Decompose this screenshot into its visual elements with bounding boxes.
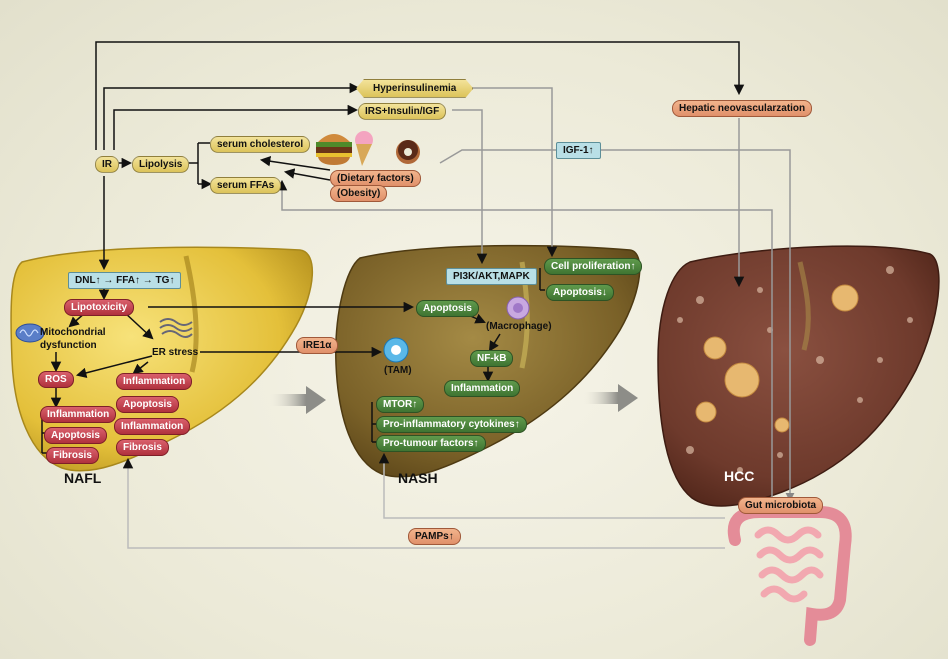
mito-dysfunction-label-1: Mitochondrial xyxy=(40,327,106,338)
hcc-ligament xyxy=(797,261,811,351)
hcc-stage-label: HCC xyxy=(724,468,755,484)
apoptosis-label-a: Apoptosis xyxy=(44,427,107,444)
ir-label: IR xyxy=(95,156,119,173)
nafl-stage-label: NAFL xyxy=(64,470,102,486)
serum-ffas-label: serum FFAs xyxy=(210,177,282,194)
nash-apoptosis-label: Apoptosis xyxy=(416,300,479,317)
macrophage-icon xyxy=(506,296,530,320)
intestine-icon xyxy=(727,506,852,646)
link-er-to-ros xyxy=(75,355,153,378)
link-ir-to-irs xyxy=(113,104,359,150)
cell-proliferation-label: Cell proliferation↑ xyxy=(544,258,643,275)
obesity-label: (Obesity) xyxy=(330,185,388,202)
link-gut-to-food xyxy=(276,179,773,500)
mitochondria-icon xyxy=(15,323,45,343)
tam-icon xyxy=(383,337,409,363)
fibrosis-label-a: Fibrosis xyxy=(46,447,99,464)
link-ir-to-hyper xyxy=(103,82,361,150)
pamps-label: PAMPs↑ xyxy=(408,528,461,545)
hyperinsulinemia-label: Hyperinsulinemia xyxy=(356,79,473,98)
ice-cream-icon xyxy=(355,131,373,166)
inflammation-label-a: Inflammation xyxy=(40,406,117,423)
irs-insulin-igf-label: IRS+Insulin/IGF xyxy=(358,103,447,120)
inflammation-label-b: Inflammation xyxy=(116,373,193,390)
apoptosis-down-label: Apoptosis↓ xyxy=(546,284,614,301)
link-er-to-inflam xyxy=(132,361,149,375)
hcc-liver xyxy=(657,245,940,507)
ire1a-label: IRE1α xyxy=(296,337,339,354)
gut-microbiota-label: Gut microbiota xyxy=(738,497,824,514)
burger-icon xyxy=(316,134,352,165)
apoptosis-label-b: Apoptosis xyxy=(116,396,179,413)
mito-dysfunction-label-2: dysfunction xyxy=(40,340,97,351)
link-irs-to-pi3k xyxy=(452,109,488,265)
link-gut-to-nafl xyxy=(122,457,725,549)
serum-cholesterol-label: serum cholesterol xyxy=(210,136,311,153)
fibrosis-label-b: Fibrosis xyxy=(116,439,169,456)
er-stress-icon xyxy=(159,318,193,338)
link-hyper-to-igf xyxy=(460,87,558,258)
nfkb-label: NF-kB xyxy=(470,350,514,367)
pi3k-akt-mapk-label: PI3K/AKT,MAPK xyxy=(446,268,537,285)
nash-inflammation-label: Inflammation xyxy=(444,380,521,397)
link-dietary-to-gut xyxy=(439,149,795,502)
dnl-ffa-tg-label: DNL↑ → FFA↑ → TG↑ xyxy=(68,272,182,289)
link-gut-to-nash xyxy=(378,452,725,519)
progression-arrow-icon xyxy=(270,384,638,414)
link-food-to-ffas xyxy=(283,168,331,181)
pro-tumour-factors-label: Pro-tumour factors↑ xyxy=(376,435,486,452)
hepatic-neovascularization-label: Hepatic neovascularzation xyxy=(672,100,813,117)
mtor-label: MTOR↑ xyxy=(376,396,425,413)
tam-label: (TAM) xyxy=(384,365,412,376)
macrophage-label: (Macrophage) xyxy=(486,321,552,332)
hcc-spots xyxy=(677,266,913,473)
pro-inflammatory-cytokines-label: Pro-inflammatory cytokines↑ xyxy=(376,416,527,433)
igf1-label: IGF-1↑ xyxy=(556,142,601,159)
lipotoxicity-label: Lipotoxicity xyxy=(64,299,135,316)
link-lipolysis-to-serum xyxy=(182,142,210,184)
link-macro-to-nfkb xyxy=(488,333,501,352)
nash-stage-label: NASH xyxy=(398,470,438,486)
tumour-nodules xyxy=(695,284,859,433)
link-prolif-fork xyxy=(539,268,545,291)
lipolysis-label: Lipolysis xyxy=(132,156,190,173)
inflammation-label-c: Inflammation xyxy=(114,418,191,435)
nafl-ligament xyxy=(183,255,199,373)
er-stress-label: ER stress xyxy=(152,347,199,358)
link-ir-top-to-neo xyxy=(95,41,745,150)
donut-icon xyxy=(396,140,420,164)
ros-label: ROS xyxy=(38,371,74,388)
link-food-to-serum xyxy=(259,156,331,171)
link-lipotox-to-er xyxy=(123,311,154,340)
